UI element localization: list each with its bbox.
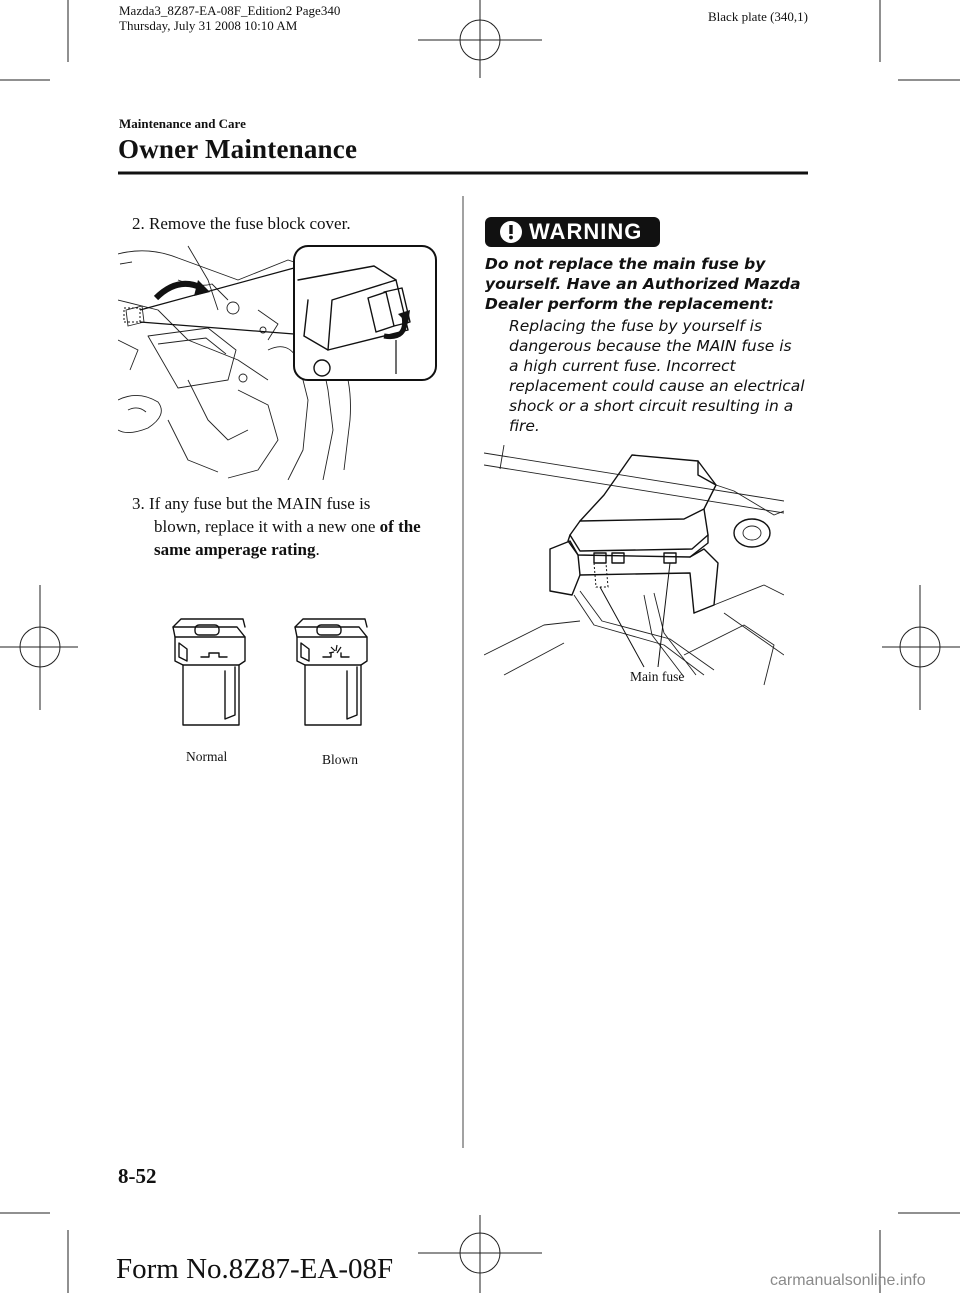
warning-body-line3: a high current fuse. Incorrect xyxy=(509,357,736,375)
warning-bold-line2: yourself. Have an Authorized Mazda xyxy=(485,275,801,293)
warning-bold-line3: Dealer perform the replacement: xyxy=(485,295,774,313)
main-fuse-label: Main fuse xyxy=(630,669,685,684)
warning-body-line6: fire. xyxy=(509,417,540,435)
fuse-block-cover-illustration xyxy=(118,245,437,480)
warning-label: WARNING xyxy=(529,219,643,244)
warning-body-line4: replacement could cause an electrical xyxy=(509,377,805,395)
normal-fuse-drawing xyxy=(172,618,246,726)
step-3-line1: 3. If any fuse but the MAIN fuse is xyxy=(132,494,371,513)
warning-body-line1: Replacing the fuse by yourself is xyxy=(509,317,763,335)
warning-icon xyxy=(499,220,523,252)
warning-body-line2: dangerous because the MAIN fuse is xyxy=(509,337,792,355)
print-meta-line1: Mazda3_8Z87-EA-08F_Edition2 Page340 xyxy=(119,3,341,18)
form-number: Form No.8Z87-EA-08F xyxy=(116,1253,394,1285)
site-watermark: carmanualsonline.info xyxy=(770,1272,926,1289)
warning-badge: WARNING xyxy=(485,217,661,247)
normal-fuse-label: Normal xyxy=(186,749,228,764)
warning-bold-line1: Do not replace the main fuse by xyxy=(485,255,766,273)
page-title: Owner Maintenance xyxy=(118,134,358,164)
blown-fuse-drawing xyxy=(294,618,368,726)
fuse-comparison-illustration xyxy=(172,618,368,726)
plate-label: Black plate (340,1) xyxy=(708,9,808,24)
warning-body-line5: shock or a short circuit resulting in a xyxy=(509,397,794,415)
step-3-line3: same amperage rating. xyxy=(154,540,320,559)
step-3-line2: blown, replace it with a new one of the xyxy=(154,517,421,536)
step-2-text: 2. Remove the fuse block cover. xyxy=(132,214,351,233)
print-meta-line2: Thursday, July 31 2008 10:10 AM xyxy=(119,18,298,33)
blown-fuse-label: Blown xyxy=(322,752,359,767)
page-number: 8-52 xyxy=(118,1164,157,1188)
main-fuse-illustration xyxy=(484,445,784,686)
section-label: Maintenance and Care xyxy=(119,116,246,131)
